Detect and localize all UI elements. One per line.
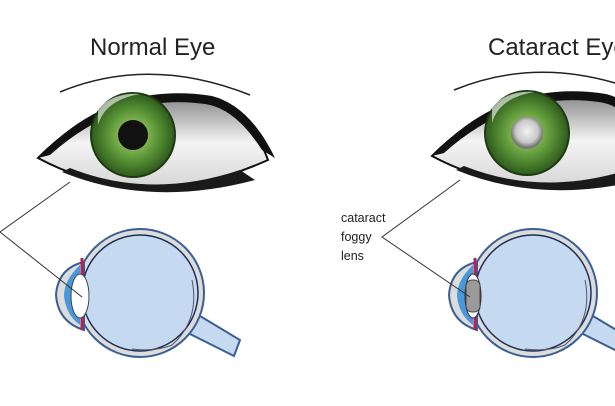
cataract-eye-title: Cataract Eye [488,34,615,61]
pointer-line [381,179,471,298]
normal-eye-section [0,181,242,359]
cloudy-pupil [511,117,543,149]
cataract-eye-front [431,71,615,192]
cataract-eye-section [381,179,615,359]
pointer-line [0,181,83,298]
normal-eye-front [37,73,276,194]
label-line: foggy [341,230,372,244]
cataract-label: cataract foggy lens [341,209,385,266]
pupil [118,120,148,150]
label-line: cataract [341,211,386,225]
cloudy-lens [465,279,481,313]
label-line: lens [341,249,364,263]
normal-eye-title: Normal Eye [90,34,216,61]
